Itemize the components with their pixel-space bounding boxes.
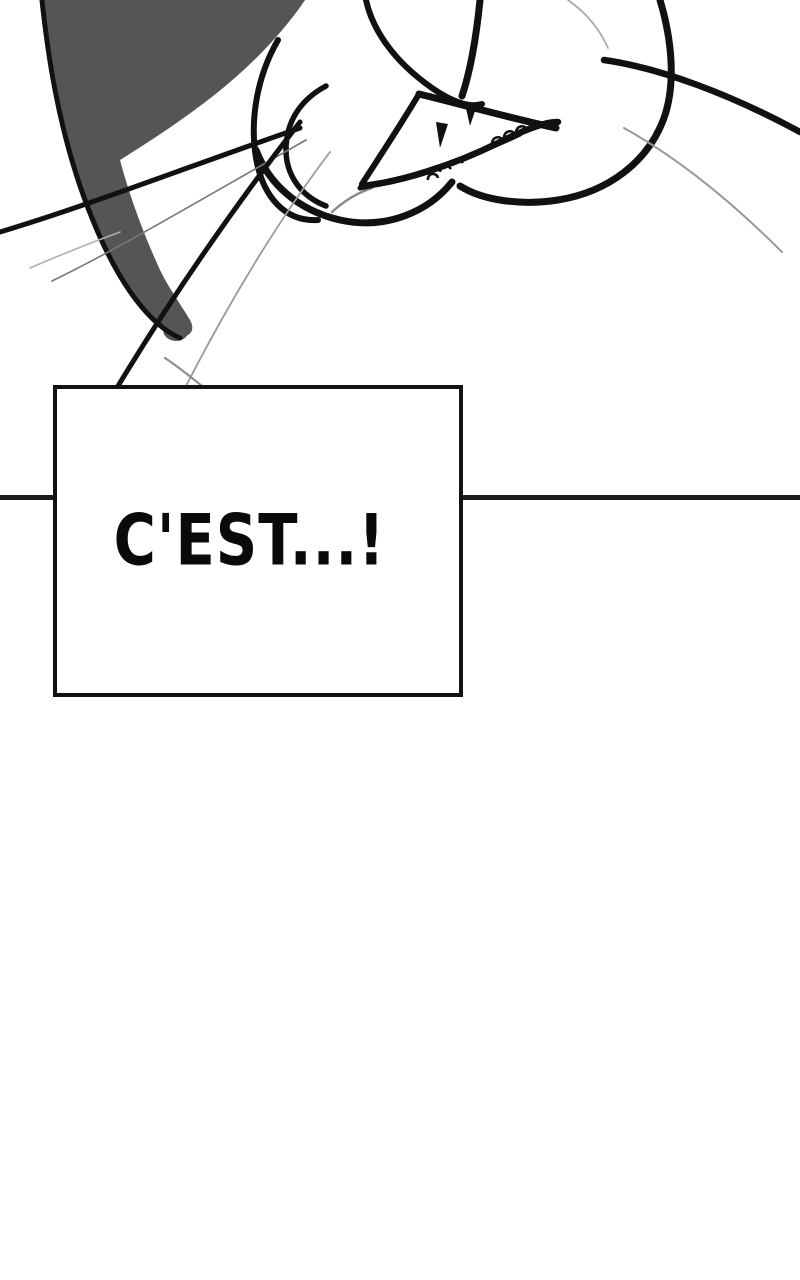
head-outline bbox=[363, 0, 800, 253]
speech-panel: C'EST...! bbox=[53, 385, 463, 697]
speech-panel-text-wrap: C'EST...! bbox=[57, 389, 459, 693]
whisker-lines bbox=[0, 119, 374, 389]
open-mouth bbox=[357, 90, 562, 191]
lower-teeth bbox=[426, 125, 529, 181]
paw-outline bbox=[250, 37, 456, 227]
speech-panel-text: C'EST...! bbox=[114, 499, 386, 583]
